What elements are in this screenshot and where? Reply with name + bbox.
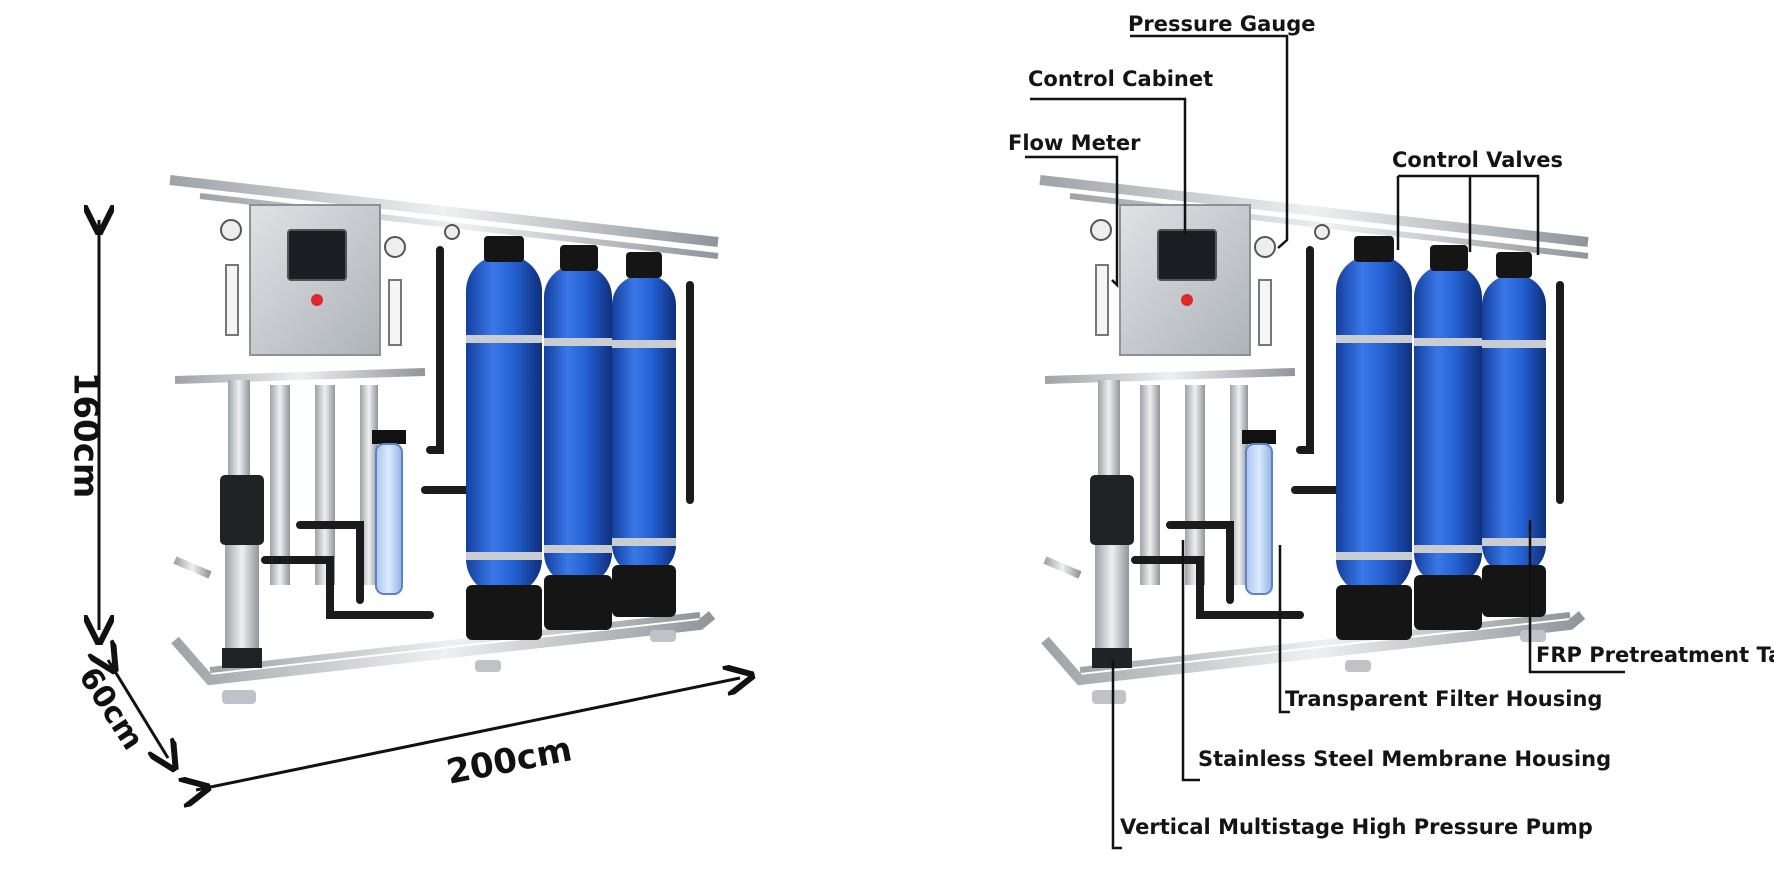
line-control-valves-top xyxy=(1398,174,1540,255)
line-membrane-housing xyxy=(1181,540,1200,782)
label-flow-meter: Flow Meter xyxy=(1008,131,1141,155)
ro-machine-right xyxy=(1040,180,1588,704)
pump xyxy=(220,475,264,668)
line-flow-meter xyxy=(1025,155,1119,289)
label-pressure-gauge: Pressure Gauge xyxy=(1128,12,1316,36)
transparent-filter xyxy=(372,430,406,595)
label-filter-housing: Transparent Filter Housing xyxy=(1285,687,1603,711)
label-control-cabinet: Control Cabinet xyxy=(1028,67,1214,91)
label-membrane-housing: Stainless Steel Membrane Housing xyxy=(1198,747,1612,771)
label-pump: Vertical Multistage High Pressure Pump xyxy=(1120,815,1593,839)
line-pump xyxy=(1111,660,1122,850)
depth-arrow xyxy=(108,660,168,758)
width-arrow xyxy=(196,678,740,790)
control-cabinet xyxy=(249,204,381,356)
height-dimension-label: 160cm xyxy=(65,371,106,499)
line-frp-tank xyxy=(1528,520,1625,674)
line-control-cabinet xyxy=(1030,97,1187,235)
callout-lines xyxy=(1025,34,1625,850)
dimension-arrows xyxy=(99,220,740,790)
label-control-valves: Control Valves xyxy=(1392,148,1564,172)
frp-tanks xyxy=(466,236,676,640)
label-frp-tank: FRP Pretreatment Tank xyxy=(1536,643,1774,667)
line-filter-housing xyxy=(1278,545,1290,714)
ro-machine-left xyxy=(169,175,719,704)
line-pressure-gauge xyxy=(1130,34,1289,249)
